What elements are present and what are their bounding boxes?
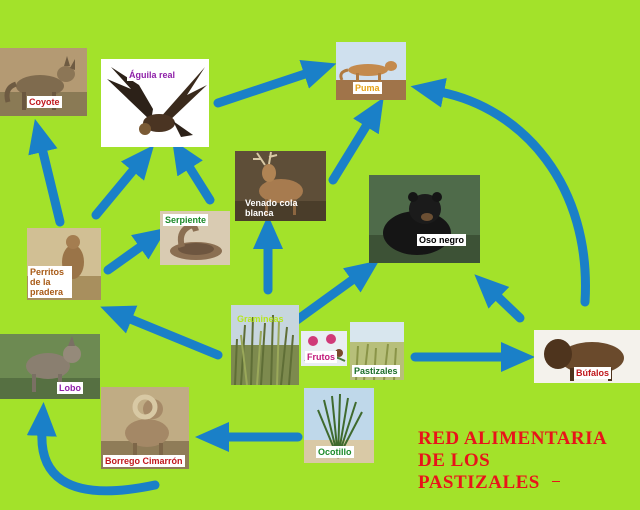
frutos-node: Frutos	[301, 331, 347, 366]
arrow-gramineas-to-oso	[292, 260, 380, 325]
frutos-label: Frutos	[305, 351, 337, 363]
serpiente-node: Serpiente	[160, 211, 230, 265]
arrow-perritos-to-coyote	[28, 118, 65, 227]
borrego-label: Borrego Cimarrón	[103, 455, 185, 467]
arrow-borrego-to-lobo	[26, 402, 160, 496]
perritos-node: Perritos de la pradera	[27, 228, 101, 300]
diagram-title: RED ALIMENTARIA DE LOS PASTIZALES	[418, 428, 618, 494]
coyote-node: Coyote	[0, 48, 87, 116]
aguila-label: Águila real	[127, 69, 178, 81]
arrow-bufalos-to-puma	[410, 78, 590, 307]
arrow-venado-to-puma	[328, 97, 384, 185]
arrow-perritos-to-aguila	[91, 144, 155, 220]
ocotillo-node: Ocotillo	[304, 388, 374, 463]
ocotillo-label: Ocotillo	[316, 446, 354, 458]
title-line-3: PASTIZALES	[418, 472, 540, 493]
aguila-node: Águila real	[101, 59, 209, 147]
gramineas-node: Gramineas	[231, 305, 299, 385]
bufalos-node: Búfalos	[534, 330, 640, 383]
oso-image	[369, 175, 480, 263]
lobo-node: Lobo	[0, 334, 100, 399]
venado-node: Venado cola blanca	[235, 151, 326, 221]
title-line-1: RED ALIMENTARIA	[418, 428, 608, 449]
oso-label: Oso negro	[417, 234, 467, 246]
coyote-label: Coyote	[27, 96, 62, 108]
bufalos-label: Búfalos	[574, 367, 612, 379]
oso-node: Oso negro	[369, 175, 480, 263]
arrow-gramineas-to-lobo	[100, 305, 223, 360]
arrow-aguila-to-puma	[213, 60, 337, 108]
arrow-perritos-to-serpiente	[103, 227, 168, 275]
gramineas-label: Gramineas	[237, 314, 284, 324]
lobo-image	[0, 334, 100, 399]
title-dash	[552, 481, 560, 482]
venado-image	[235, 151, 326, 221]
pastizales-label: Pastizales	[352, 365, 400, 377]
arrow-serpiente-to-aguila	[172, 139, 215, 205]
gramineas-image	[231, 305, 299, 385]
borrego-node: Borrego Cimarrón	[101, 387, 189, 469]
puma-node: Puma	[336, 42, 406, 100]
arrow-bufalos-to-oso	[474, 274, 525, 323]
title-line-2: DE LOS	[418, 450, 491, 471]
perritos-label: Perritos de la pradera	[28, 266, 72, 298]
lobo-label: Lobo	[57, 382, 83, 394]
serpiente-label: Serpiente	[163, 214, 209, 226]
puma-label: Puma	[353, 82, 382, 94]
pastizales-node: Pastizales	[350, 322, 404, 380]
venado-label: Venado cola blanca	[245, 198, 298, 218]
